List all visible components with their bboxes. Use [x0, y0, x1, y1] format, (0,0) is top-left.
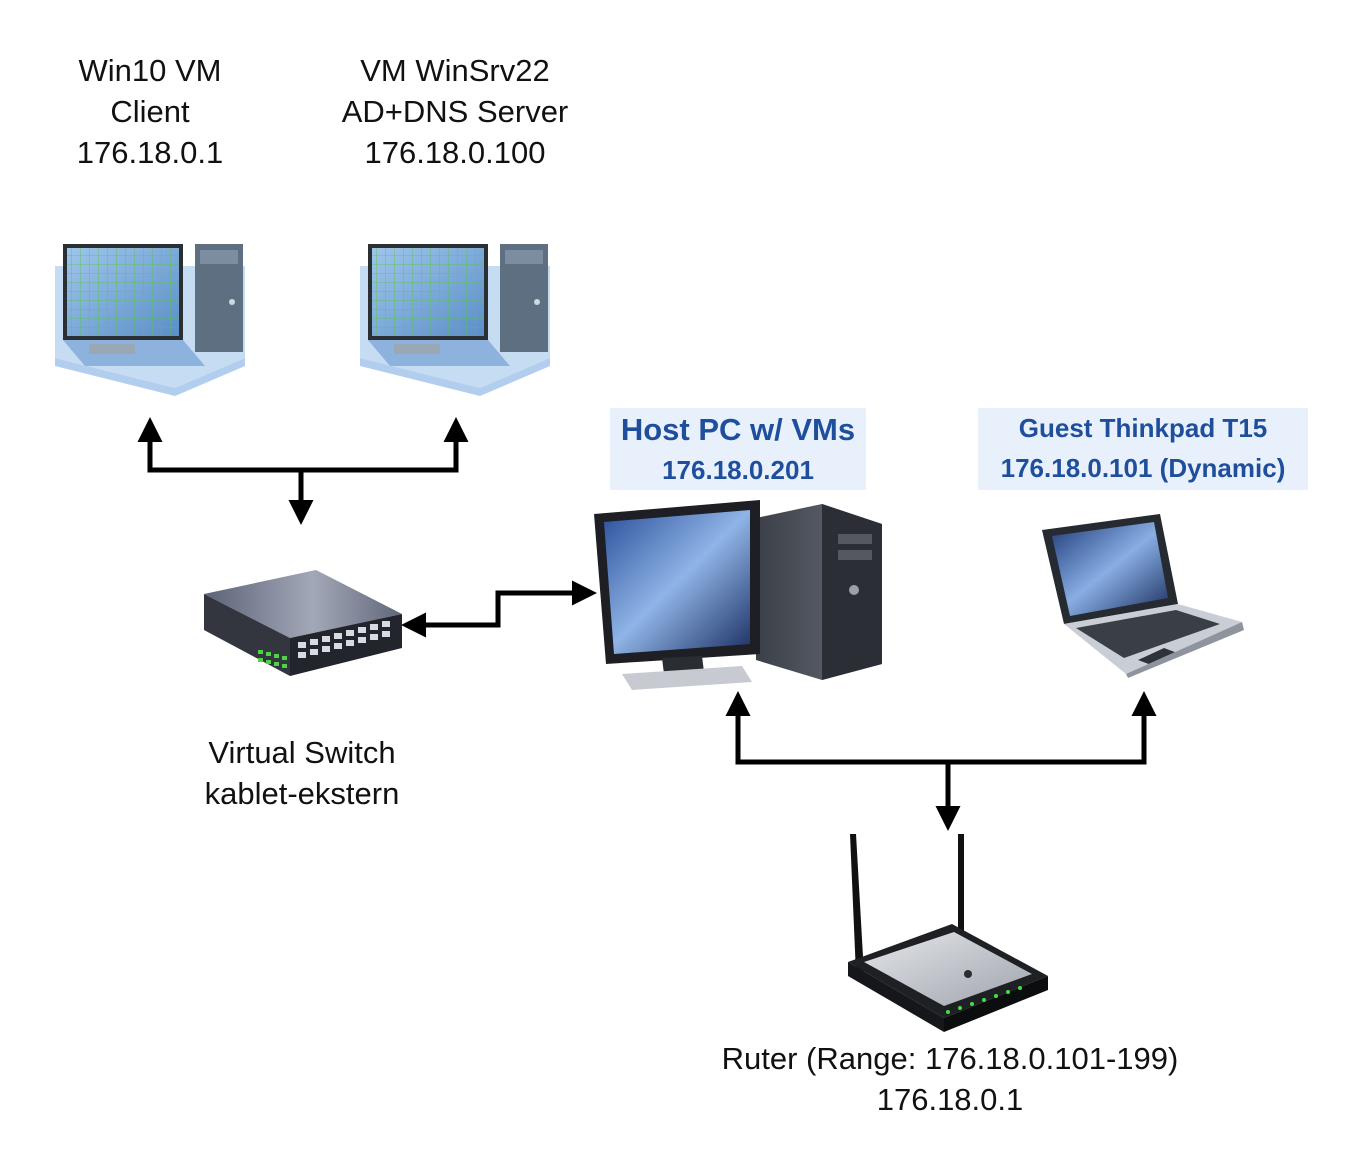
host-pc-label: Host PC w/ VMs 176.18.0.201 — [610, 408, 866, 490]
guest-laptop-ip: 176.18.0.101 (Dynamic) — [1000, 453, 1286, 483]
winsrv22-vm-ip: 176.18.0.100 — [364, 135, 546, 170]
router-name: Ruter (Range: 176.18.0.101-199) — [721, 1041, 1179, 1076]
router-ip: 176.18.0.1 — [876, 1082, 1024, 1117]
virtual-machine-icon — [55, 244, 245, 396]
vm-bus-line — [147, 422, 459, 473]
win10-vm-role: Client — [110, 94, 190, 129]
winsrv22-vm-name: VM WinSrv22 — [360, 53, 550, 88]
switch-host-link — [406, 590, 590, 628]
virtual-switch-label: Virtual Switch kablet-ekstern — [172, 732, 432, 814]
win10-vm-name: Win10 VM — [78, 53, 222, 88]
virtual-switch-desc: kablet-ekstern — [204, 776, 400, 811]
host-pc-name: Host PC w/ VMs — [620, 412, 856, 447]
router-label: Ruter (Range: 176.18.0.101-199) 176.18.0… — [680, 1038, 1220, 1120]
lan-bus-line — [735, 697, 1147, 765]
host-pc-ip: 176.18.0.201 — [662, 455, 814, 485]
win10-vm-label: Win10 VM Client 176.18.0.1 — [50, 50, 250, 173]
network-switch-icon — [204, 570, 402, 676]
winsrv22-vm-label: VM WinSrv22 AD+DNS Server 176.18.0.100 — [305, 50, 605, 173]
guest-laptop-label: Guest Thinkpad T15 176.18.0.101 (Dynamic… — [978, 408, 1308, 490]
winsrv22-vm-role: AD+DNS Server — [341, 94, 569, 129]
win10-vm-ip: 176.18.0.1 — [76, 135, 224, 170]
guest-laptop-name: Guest Thinkpad T15 — [1018, 413, 1268, 443]
virtual-machine-icon — [360, 244, 550, 396]
desktop-computer-icon — [594, 500, 882, 690]
wireless-router-icon — [848, 834, 1048, 1032]
laptop-icon — [1042, 514, 1244, 678]
virtual-switch-name: Virtual Switch — [208, 735, 396, 770]
